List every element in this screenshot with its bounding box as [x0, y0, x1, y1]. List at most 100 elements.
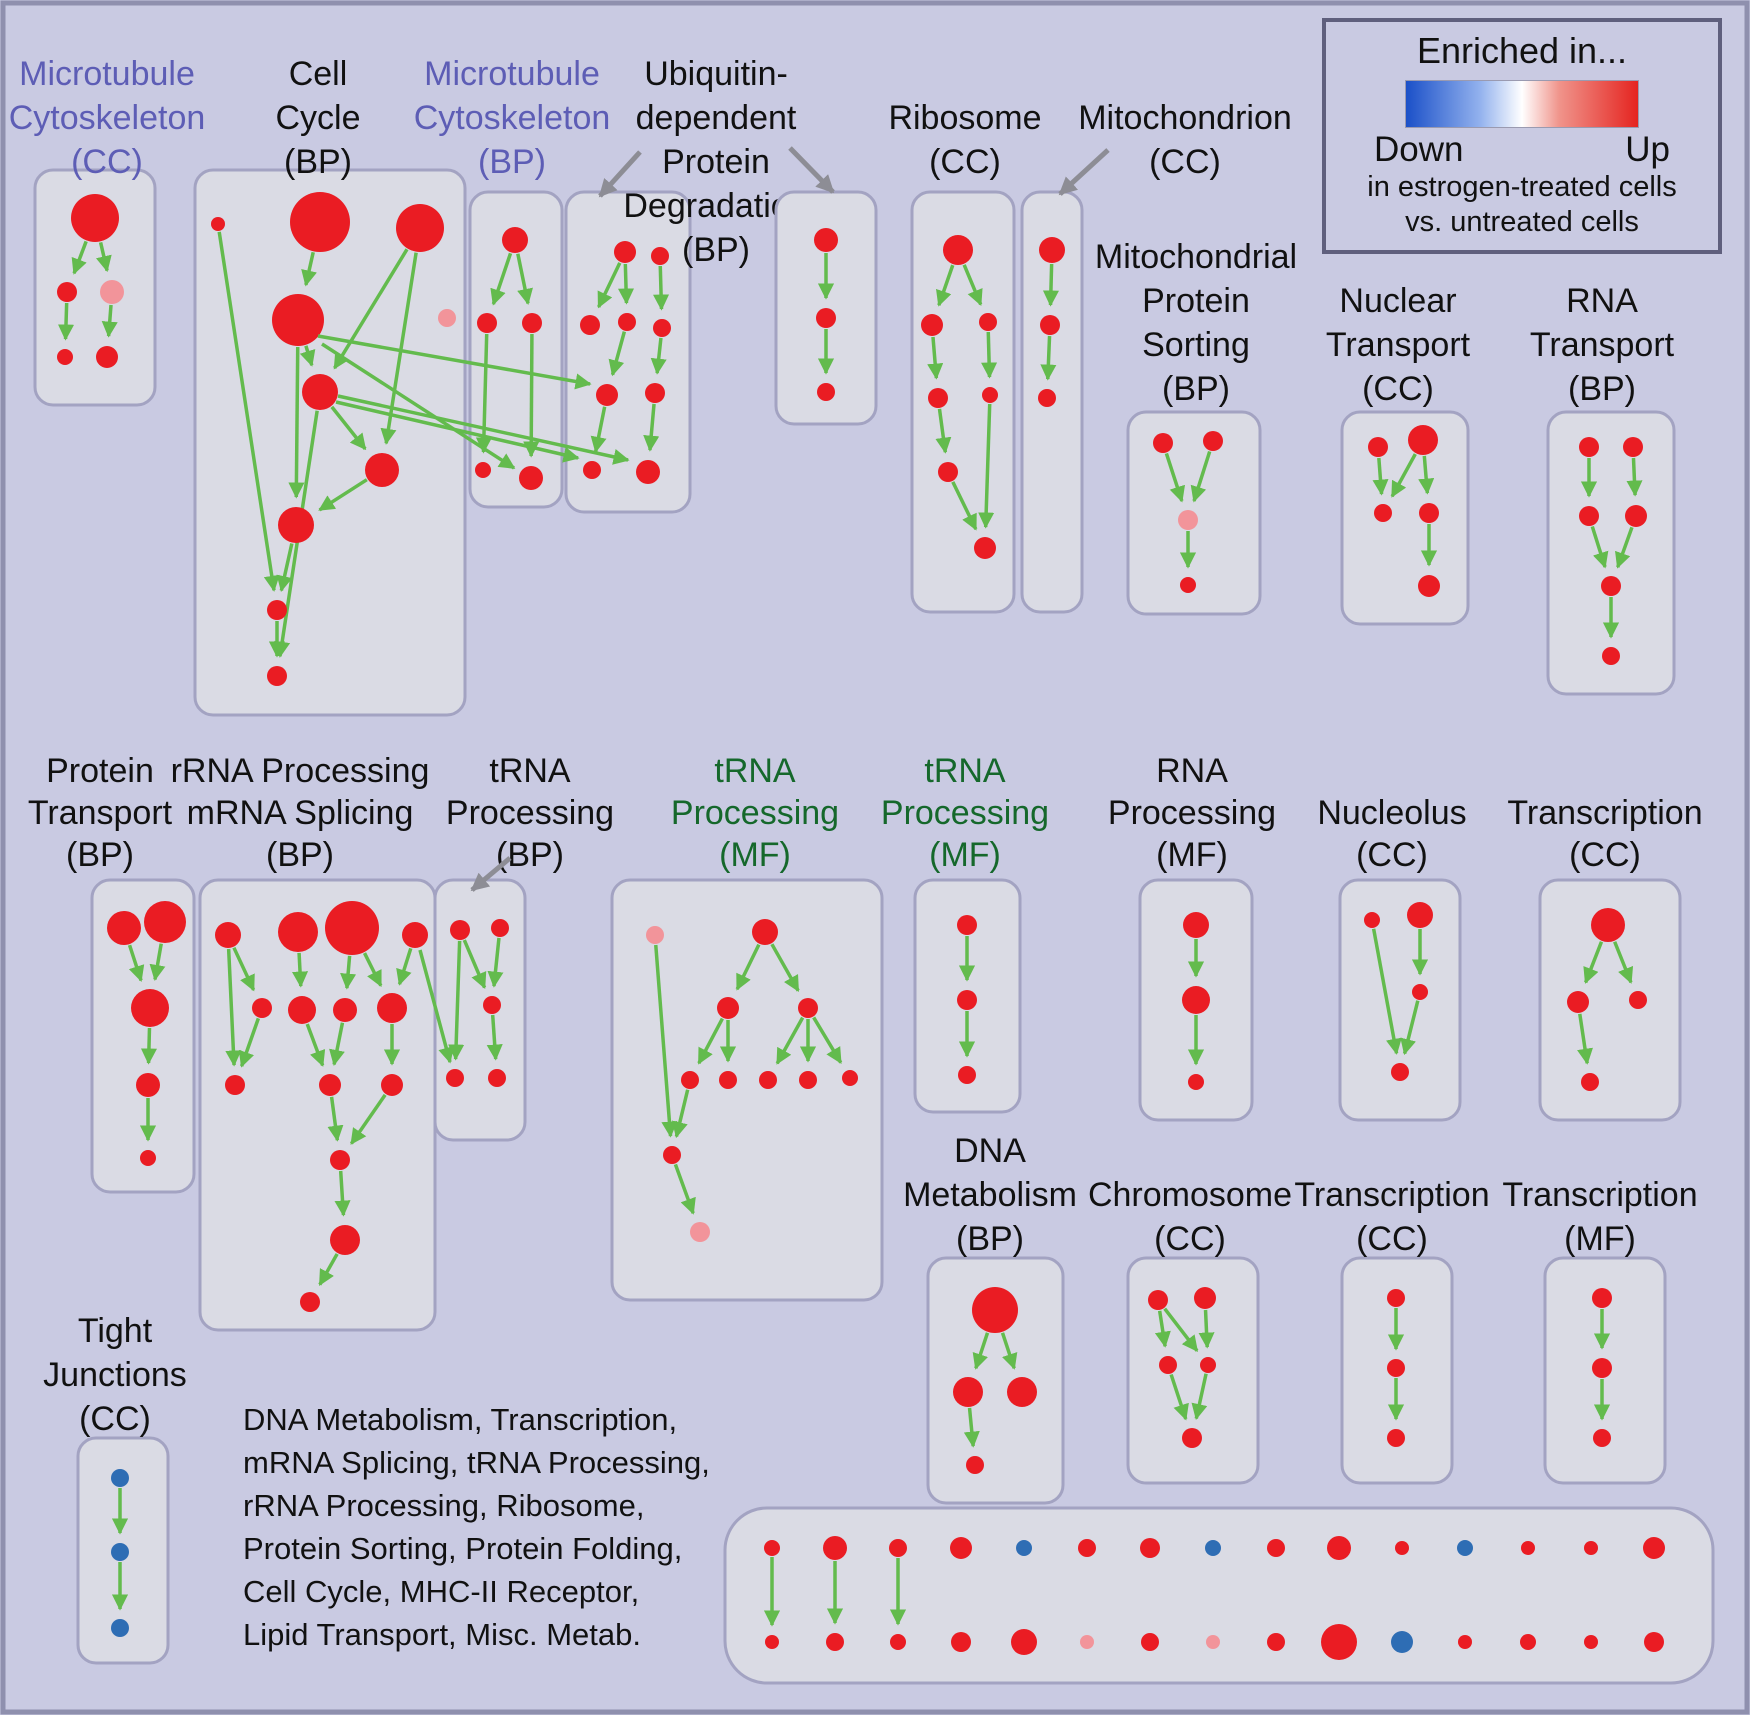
legend: Enriched in... Down Up in estrogen-treat… — [1322, 18, 1722, 254]
node — [1625, 505, 1647, 527]
node — [1267, 1539, 1285, 1557]
label-pointer-arrow — [470, 856, 512, 892]
node — [1581, 1073, 1599, 1091]
node — [1584, 1541, 1598, 1555]
node — [450, 920, 470, 940]
node — [1159, 1356, 1177, 1374]
node — [111, 1619, 129, 1637]
node — [1591, 908, 1625, 942]
edge — [140, 1027, 157, 1065]
edge — [305, 1023, 326, 1067]
node — [1458, 1635, 1472, 1649]
edge — [1169, 1373, 1189, 1421]
node — [252, 998, 272, 1018]
node — [596, 384, 618, 406]
node — [823, 1536, 847, 1560]
edge — [1418, 455, 1435, 495]
edge — [288, 346, 305, 499]
node — [583, 461, 601, 479]
edge — [225, 948, 242, 1067]
node — [966, 1456, 984, 1474]
edge — [149, 943, 166, 982]
node — [1183, 912, 1209, 938]
edge — [95, 241, 112, 273]
node — [300, 1292, 320, 1312]
cluster-label-nucleolus-cc: Nucleolus(CC) — [1317, 794, 1466, 874]
cluster-box-transcription-cc-1 — [1538, 878, 1682, 1122]
edge — [1191, 1373, 1208, 1421]
node — [653, 319, 671, 337]
node — [267, 600, 287, 620]
node — [663, 1146, 681, 1164]
edge — [487, 937, 504, 988]
cluster-chromosome-cc: Chromosome(CC) — [1088, 1176, 1292, 1485]
node — [57, 282, 77, 302]
node — [1007, 1377, 1037, 1407]
node — [1203, 431, 1223, 451]
edge — [671, 1089, 690, 1139]
node — [96, 346, 118, 368]
cluster-mitochondrion-cc: Mitochondrion(CC) — [1020, 99, 1292, 614]
node — [1391, 1063, 1409, 1081]
edge — [608, 331, 627, 377]
node — [1178, 510, 1198, 530]
node — [690, 1222, 710, 1242]
node — [1182, 1428, 1202, 1448]
edge — [597, 262, 622, 309]
node — [290, 192, 350, 252]
cluster-box-nuclear-transport-cc — [1340, 410, 1470, 626]
node — [225, 1075, 245, 1095]
node — [131, 989, 169, 1027]
cluster-label-ribosome-cc: Ribosome(CC) — [888, 99, 1041, 181]
edge — [1164, 452, 1186, 503]
edge — [673, 1163, 696, 1215]
node — [957, 915, 977, 935]
edge — [299, 345, 316, 367]
node — [943, 235, 973, 265]
node — [483, 996, 501, 1014]
node — [1038, 389, 1056, 407]
node — [972, 1287, 1018, 1333]
edge — [334, 1170, 351, 1217]
node — [1592, 1288, 1612, 1308]
edge — [654, 944, 678, 1138]
legend-down-label: Down — [1374, 130, 1464, 169]
node — [1374, 504, 1392, 522]
node — [1457, 1540, 1473, 1556]
node — [491, 919, 509, 937]
misc-caption-line: mRNA Splicing, tRNA Processing, — [243, 1445, 710, 1480]
misc-caption-line: Cell Cycle, MHC-II Receptor, — [243, 1574, 640, 1609]
node — [799, 1071, 817, 1089]
edge — [590, 406, 607, 453]
edge — [650, 337, 667, 375]
node — [1521, 1541, 1535, 1555]
edge — [935, 408, 952, 454]
edge — [1577, 1013, 1593, 1065]
node — [842, 1070, 858, 1086]
node — [646, 926, 664, 944]
node — [580, 315, 600, 335]
cluster-box-microtubule-cytoskeleton-bp — [468, 190, 564, 509]
edge — [1372, 457, 1389, 496]
edge — [963, 1407, 980, 1448]
node — [144, 901, 186, 943]
node — [333, 998, 357, 1022]
node — [759, 1071, 777, 1089]
edge — [475, 333, 492, 454]
edge — [1042, 263, 1059, 307]
edge — [330, 405, 367, 451]
cluster-label-chromosome-cc: Chromosome(CC) — [1088, 1176, 1292, 1258]
